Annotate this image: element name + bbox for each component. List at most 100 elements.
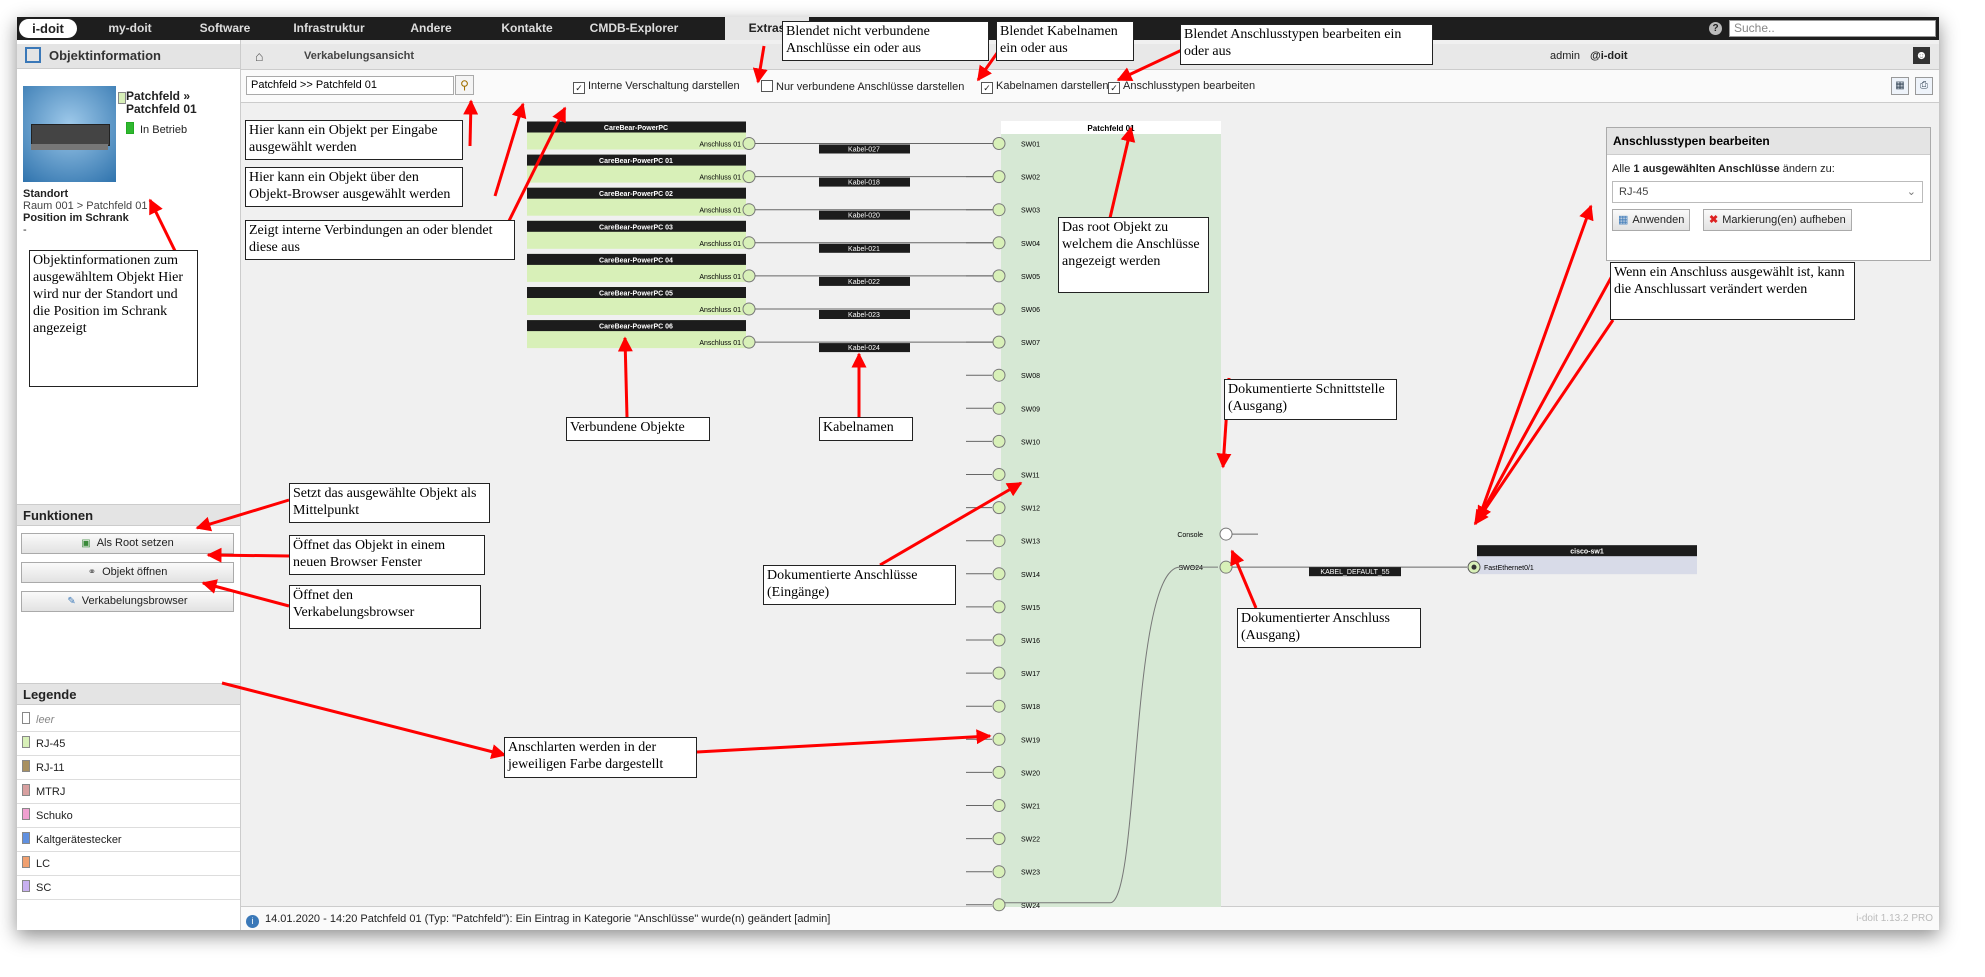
breadcrumb: ⌂ Verkabelungsansicht admin@i-doit ☻	[241, 44, 1939, 70]
object-thumbnail	[23, 86, 116, 182]
annotation-interface-output: Dokumentierte Schnittstelle (Ausgang)	[1224, 379, 1397, 420]
legend-item: RJ-45	[17, 732, 240, 756]
checkbox-internal-wiring-box[interactable]: ✓	[573, 82, 585, 94]
cable-icon: ✎	[67, 596, 76, 607]
checkbox-only-connected-label: Nur verbundene Anschlüsse darstellen	[776, 81, 965, 93]
user-info[interactable]: admin@i-doit	[1550, 50, 1628, 62]
legend-color-swatch	[22, 760, 30, 772]
clear-marking-label: Markierung(en) aufheben	[1722, 214, 1846, 226]
avatar-icon[interactable]: ☻	[1913, 47, 1930, 64]
cp-text-post: ändern zu:	[1779, 163, 1835, 175]
object-info-header: Objektinformation	[17, 44, 240, 69]
annotation-documented-output: Dokumentierter Anschluss (Ausgang)	[1237, 608, 1421, 648]
legend-item: SC	[17, 876, 240, 900]
checkbox-cable-names[interactable]: ✓Kabelnamen darstellen	[981, 80, 1109, 94]
position-label: Position im Schrank	[23, 212, 129, 224]
legend-label: Schuko	[36, 810, 73, 822]
patchpanel-device-base	[31, 144, 108, 150]
root-tree-icon: ▣	[81, 538, 91, 549]
checkbox-internal-wiring-label: Interne Verschaltung darstellen	[588, 80, 740, 92]
legend-item: Schuko	[17, 804, 240, 828]
print-icon[interactable]: ⎙	[1915, 77, 1933, 95]
legend-item: RJ-11	[17, 756, 240, 780]
legend-label: LC	[36, 858, 51, 870]
legend-color-swatch	[22, 736, 30, 748]
close-icon: ✖	[1709, 214, 1719, 226]
patchpanel-device-image	[31, 124, 110, 146]
toolbar: Patchfeld >> Patchfeld 01 ⚲ ✓Interne Ver…	[241, 70, 1939, 103]
nav-software[interactable]: Software	[199, 21, 251, 35]
set-root-button[interactable]: ▣Als Root setzen	[21, 533, 234, 554]
link-icon: ⚭	[87, 567, 97, 578]
cabling-browser-label: Verkabelungsbrowser	[81, 595, 188, 607]
user-name: admin	[1550, 50, 1580, 62]
connector-type-panel-title: Anschlusstypen bearbeiten	[1607, 128, 1930, 155]
nav-andere[interactable]: Andere	[410, 21, 452, 35]
nav-kontakte[interactable]: Kontakte	[501, 21, 553, 35]
annotation-cable-names: Blendet Kabelnamen ein oder aus	[996, 21, 1134, 61]
legend-label: RJ-11	[36, 762, 65, 774]
legend-item: leer	[17, 708, 240, 732]
annotation-change-type: Wenn ein Anschluss ausgewählt ist, kann …	[1610, 262, 1855, 320]
cabling-browser-button[interactable]: ✎ Verkabelungsbrowser	[21, 591, 234, 612]
connector-type-panel: Anschlusstypen bearbeiten Alle 1 ausgewä…	[1606, 127, 1931, 261]
legend-item: Kaltgerätestecker	[17, 828, 240, 852]
location-label: Standort	[23, 188, 69, 200]
legend-color-swatch	[22, 784, 30, 796]
object-title: Patchfeld » Patchfeld 01	[118, 90, 197, 116]
legend-color-swatch	[22, 856, 30, 868]
checkbox-connector-types-box[interactable]: ✓	[1108, 82, 1120, 94]
checkbox-connector-types-label: Anschlusstypen bearbeiten	[1123, 80, 1256, 92]
home-icon[interactable]: ⌂	[255, 48, 264, 64]
location-value: Raum 001 > Patchfeld 01	[23, 200, 148, 212]
object-info-title: Objektinformation	[49, 48, 161, 63]
nav-infrastruktur[interactable]: Infrastruktur	[293, 21, 365, 35]
help-icon[interactable]: ?	[1709, 22, 1722, 35]
apply-button[interactable]: ▦Anwenden	[1612, 209, 1691, 231]
open-object-button[interactable]: ⚭Objekt öffnen	[21, 562, 234, 583]
cp-text-bold: 1 ausgewählten Anschlüsse	[1633, 163, 1780, 175]
checkbox-cable-names-label: Kabelnamen darstellen	[996, 80, 1109, 92]
annotation-documented-inputs: Dokumentierte Anschlüsse (Eingänge)	[763, 565, 956, 605]
annotation-root-object: Das root Objekt zu welchem die Anschlüss…	[1058, 217, 1209, 293]
clear-marking-button[interactable]: ✖Markierung(en) aufheben	[1703, 209, 1852, 231]
object-select-input[interactable]: Patchfeld >> Patchfeld 01	[246, 76, 454, 95]
nav-cmdb-explorer[interactable]: CMDB-Explorer	[589, 21, 679, 35]
legend-color-swatch	[22, 832, 30, 844]
logo[interactable]: i-doit	[19, 19, 77, 38]
object-status-text: In Betrieb	[140, 124, 188, 136]
legend-label: SC	[36, 882, 52, 894]
annotation-object-info: Objektinformationen zum ausgewähltem Obj…	[29, 250, 198, 387]
legend-item: MTRJ	[17, 780, 240, 804]
checkbox-only-connected[interactable]: Nur verbundene Anschlüsse darstellen	[761, 80, 964, 93]
legend-label: MTRJ	[36, 786, 66, 798]
connector-type-panel-text: Alle 1 ausgewählten Anschlüsse ändern zu…	[1612, 163, 1930, 175]
object-status: In Betrieb	[126, 122, 187, 136]
legend-label: RJ-45	[36, 738, 66, 750]
save-icon[interactable]: ▦	[1891, 77, 1909, 95]
breadcrumb-current[interactable]: Verkabelungsansicht	[304, 50, 415, 62]
connector-type-buttons: ▦Anwenden ✖Markierung(en) aufheben	[1612, 209, 1930, 233]
connector-type-selected: RJ-45	[1619, 186, 1649, 198]
annotation-hide-unconnected: Blendet nicht verbundene Anschlüsse ein …	[782, 21, 989, 61]
search-input[interactable]: Suche..	[1729, 20, 1936, 37]
checkbox-only-connected-box[interactable]	[761, 80, 773, 92]
object-browser-search-icon[interactable]: ⚲	[455, 75, 474, 95]
annotation-connected-objects: Verbundene Objekte	[566, 417, 710, 441]
annotation-connector-colors: Anschlarten werden in der jeweiligen Far…	[504, 737, 697, 778]
save-icon: ▦	[1618, 214, 1629, 226]
nav-my-doit[interactable]: my-doit	[108, 21, 152, 35]
annotation-cable-names-label: Kabelnamen	[819, 417, 913, 441]
checkbox-connector-types[interactable]: ✓Anschlusstypen bearbeiten	[1108, 80, 1255, 94]
checkbox-cable-names-box[interactable]: ✓	[981, 82, 993, 94]
annotation-set-root: Setzt das ausgewählte Objekt als Mittelp…	[289, 483, 490, 523]
legend-label: Kaltgerätestecker	[36, 834, 122, 846]
connector-type-select[interactable]: RJ-45⌄	[1612, 181, 1923, 203]
left-panel: Objektinformation Patchfeld » Patchfeld …	[17, 40, 241, 930]
checkbox-internal-wiring[interactable]: ✓Interne Verschaltung darstellen	[573, 80, 740, 94]
annotation-input-select: Hier kann ein Objekt per Eingabe ausgewä…	[245, 120, 463, 160]
annotation-connector-types: Blendet Anschlusstypen bearbeiten ein od…	[1180, 24, 1433, 65]
cp-text-pre: Alle	[1612, 163, 1634, 175]
annotation-open-object: Öffnet das Objekt in einem neuen Browser…	[289, 535, 485, 575]
